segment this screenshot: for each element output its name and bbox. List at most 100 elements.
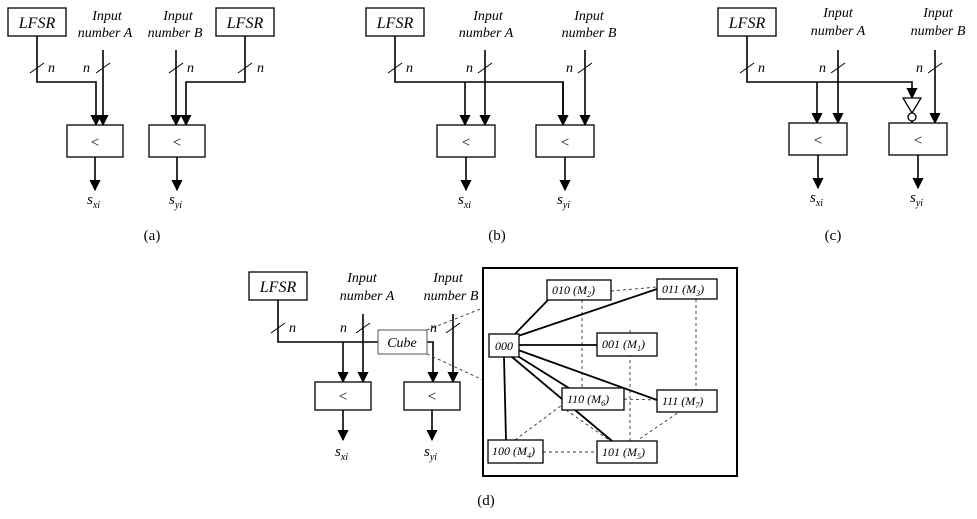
panel-c: LFSR Input number A Input number B n n n…: [717, 6, 966, 244]
output-sx-label: sxi: [87, 192, 100, 211]
output-sy-label: syi: [557, 192, 570, 211]
panel-b: LFSR Input number A Input number B n n n…: [365, 7, 617, 244]
cube-node-110: 110 (M6): [561, 387, 625, 411]
bus-wire: [746, 36, 918, 100]
input-b-label: Input: [573, 9, 605, 24]
lfsr-box: [248, 271, 308, 301]
caption-b: (b): [488, 228, 506, 244]
comparator-symbol: <: [814, 133, 822, 149]
svg-text:011 (M3): 011 (M3): [662, 282, 704, 298]
inverter-gate: [901, 97, 923, 115]
input-a-label: number A: [811, 24, 866, 39]
cube-node-111: 111 (M7): [656, 389, 718, 413]
output-sx-label: sxi: [810, 190, 823, 209]
bus-slash: [830, 62, 846, 74]
lfsr-label: LFSR: [376, 15, 414, 32]
bus-width-label: n: [257, 61, 264, 76]
bus-width-label: n: [466, 61, 473, 76]
svg-text:110 (M6): 110 (M6): [567, 392, 609, 408]
output-sx-label: sxi: [335, 444, 348, 463]
comparator-box: [66, 124, 124, 158]
caption-c: (c): [825, 228, 842, 244]
bus-wire: [36, 36, 102, 127]
cube-node-001: 001 (M1): [596, 332, 658, 357]
cube-node-100: 100 (M4): [487, 439, 544, 464]
bus-wire: [394, 36, 564, 125]
input-b-label: number B: [148, 26, 203, 41]
bus-width-label: n: [289, 321, 296, 336]
bus-width-label: n: [340, 321, 347, 336]
input-b-label: Input: [922, 6, 954, 21]
input-a-label: Input: [91, 9, 123, 24]
output-sy-label: syi: [424, 444, 437, 463]
input-b-label: number B: [911, 24, 966, 39]
svg-text:101 (M5): 101 (M5): [602, 445, 645, 461]
bus-slash: [270, 322, 286, 334]
bus-slash: [577, 62, 593, 74]
comparator-symbol: <: [173, 135, 181, 151]
bus-slash: [95, 62, 111, 74]
comparator-box: [888, 122, 948, 156]
comparator-box: [403, 381, 461, 411]
input-a-label: number A: [78, 26, 133, 41]
lfsr-label: LFSR: [259, 279, 297, 296]
lfsr-box: [7, 7, 67, 37]
svg-text:001 (M1): 001 (M1): [602, 337, 645, 353]
bus-slash: [387, 62, 403, 74]
zoom-line: [426, 307, 484, 331]
bus-width-label: n: [187, 61, 194, 76]
panel-a: LFSR Input number A Input number B LFSR …: [7, 7, 275, 244]
bus-width-label: n: [758, 61, 765, 76]
output-sy-label: syi: [169, 192, 182, 211]
output-sy-label: syi: [910, 190, 923, 209]
input-b-label: Input: [162, 9, 194, 24]
lfsr-label: LFSR: [728, 15, 766, 32]
bus-slash: [927, 62, 943, 74]
caption-a: (a): [144, 228, 161, 244]
cube-node-010: 010 (M2): [546, 279, 612, 301]
cube-box: [377, 329, 428, 355]
inverter-bubble: [907, 112, 917, 122]
bus-wire: [427, 341, 439, 384]
cube-label: Cube: [387, 336, 417, 351]
input-a-label: number A: [340, 289, 395, 304]
svg-text:100 (M4): 100 (M4): [492, 444, 535, 460]
input-a-label: number A: [459, 26, 514, 41]
bus-width-label: n: [48, 61, 55, 76]
svg-text:010 (M2): 010 (M2): [552, 283, 595, 299]
cube-node-000: 000: [488, 333, 520, 358]
comparator-symbol: <: [561, 135, 569, 151]
comparator-symbol: <: [462, 135, 470, 151]
input-b-label: number B: [424, 289, 479, 304]
input-b-label: number B: [562, 26, 617, 41]
bus-wire: [277, 300, 378, 343]
input-b-label: Input: [432, 271, 464, 286]
output-sx-label: sxi: [458, 192, 471, 211]
bus-slash: [237, 62, 253, 74]
bus-width-label: n: [406, 61, 413, 76]
lfsr-box: [717, 7, 777, 37]
svg-text:000: 000: [495, 339, 513, 353]
comparator-symbol: <: [91, 135, 99, 151]
panel-d: LFSR Input number A Input number B n n n…: [248, 267, 738, 509]
bus-width-label: n: [83, 61, 90, 76]
caption-d: (d): [477, 493, 495, 509]
bus-width-label: n: [566, 61, 573, 76]
bus-slash: [445, 322, 461, 334]
bus-width-label: n: [916, 61, 923, 76]
cube-node-011: 011 (M3): [656, 278, 718, 300]
svg-text:111 (M7): 111 (M7): [662, 394, 703, 410]
zoom-line: [426, 353, 484, 381]
lfsr-label: LFSR: [18, 15, 56, 32]
comparator-symbol: <: [339, 389, 347, 405]
bus-slash: [168, 62, 184, 74]
bus-slash: [477, 62, 493, 74]
input-a-label: Input: [822, 6, 854, 21]
input-a-label: Input: [472, 9, 504, 24]
cube-node-101: 101 (M5): [596, 440, 658, 464]
input-a-label: Input: [346, 271, 378, 286]
bus-slash: [29, 62, 45, 74]
bus-slash: [355, 322, 371, 334]
bus-wire: [180, 36, 246, 127]
